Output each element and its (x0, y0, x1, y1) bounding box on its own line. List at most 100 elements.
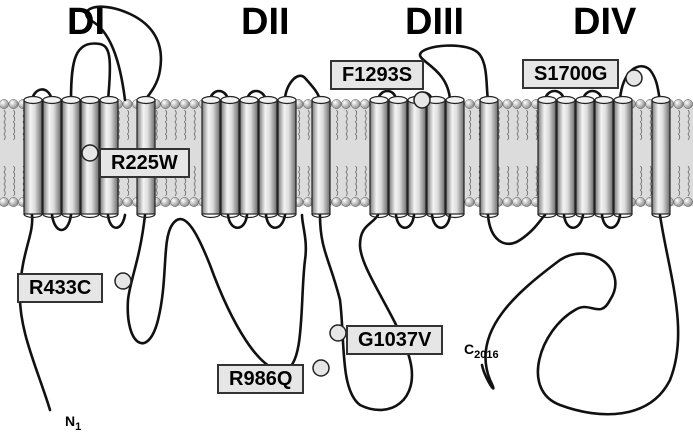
lipid-head-inner (464, 197, 475, 207)
lipid-tail-outer (677, 109, 681, 141)
lipid-head-inner (512, 197, 522, 207)
n-terminal-tail (18, 213, 52, 412)
helix-d1-s1 (23, 95, 43, 219)
lipid-head-outer (8, 99, 19, 109)
lipid-tail-inner (193, 165, 196, 197)
helix-d4-s4 (594, 95, 614, 219)
helix-d2-s1 (201, 95, 221, 219)
lipid-tail-outer (345, 109, 348, 141)
dii-loop-s2-s3 (226, 213, 249, 230)
diii-loop-s2-s3 (394, 213, 416, 230)
marker-r225w (81, 144, 99, 162)
domain-label-dii: DII (241, 1, 290, 43)
lipid-tail-inner (297, 165, 301, 197)
lipid-head-outer (122, 99, 133, 109)
domain-label-div: DIV (573, 1, 637, 43)
domain-label-di: DI (67, 1, 105, 43)
di-loop-s2-s3 (50, 213, 73, 232)
lipid-tail-outer (12, 109, 16, 141)
c-terminal-tail (480, 213, 680, 416)
lipid-head-inner (502, 197, 513, 207)
lipid-tail-outer (516, 109, 519, 141)
lipid-tail-outer (155, 109, 158, 141)
di-loop-s3-s4 (69, 42, 112, 102)
lipid-head-outer (521, 99, 532, 109)
lipid-tail-outer (307, 109, 310, 141)
lipid-tail-outer (535, 109, 538, 141)
mutation-label-g1037v: G1037V (346, 325, 444, 355)
dii-loop-s4-s5 (264, 213, 287, 230)
di-pore-loop (84, 5, 163, 102)
lipid-head-inner (179, 197, 190, 207)
marker-r986q (312, 359, 330, 377)
lipid-head-inner (683, 197, 693, 207)
lipid-tail-inner (307, 165, 310, 197)
lipid-tail-outer (506, 109, 510, 141)
lipid-tail-inner (468, 165, 472, 197)
lipid-head-inner (303, 197, 313, 207)
lipid-head-inner (170, 197, 180, 207)
domain-label-diii: DIII (405, 1, 465, 43)
lipid-tail-inner (12, 165, 16, 197)
dii-pore-loop (283, 74, 322, 102)
helix-d3-s2 (388, 95, 408, 219)
lipid-head-outer (464, 99, 475, 109)
helix-d4-s3 (575, 95, 595, 219)
lipid-tail-inner (639, 165, 643, 197)
mutation-label-r986q: R986Q (217, 364, 305, 394)
lipid-head-inner (360, 197, 370, 207)
lipid-head-outer (303, 99, 313, 109)
lipid-head-inner (673, 197, 684, 207)
lipid-tail-outer (525, 109, 529, 141)
lipid-tail-inner (335, 165, 339, 197)
c-terminus-letter: C (464, 341, 475, 357)
lipid-head-outer (360, 99, 370, 109)
marker-s1700g (625, 69, 643, 87)
lipid-tail-inner (535, 165, 538, 197)
lipid-head-inner (350, 197, 361, 207)
c-terminus-label: C2016 (464, 341, 499, 361)
lipid-head-outer (189, 99, 199, 109)
lipid-tail-outer (174, 109, 177, 141)
lipid-tail-outer (639, 109, 643, 141)
lipid-tail-inner (516, 165, 519, 197)
helix-d3-s6 (479, 95, 499, 219)
lipid-head-outer (331, 99, 342, 109)
lipid-head-inner (521, 197, 532, 207)
linker-di-dii (126, 213, 308, 372)
marker-g1037v (329, 324, 347, 342)
linker-diii-div (486, 213, 547, 246)
helix-d4-s1 (537, 95, 557, 219)
lipid-tail-outer (649, 109, 652, 141)
lipid-head-inner (160, 197, 171, 207)
lipid-tail-inner (677, 165, 681, 197)
linker-dii-diii (318, 213, 414, 412)
mutation-label-s1700g: S1700G (522, 59, 620, 89)
lipid-tail-inner (649, 165, 652, 197)
lipid-head-inner (0, 197, 9, 207)
lipid-tail-outer (183, 109, 187, 141)
lipid-head-inner (341, 197, 351, 207)
lipid-tail-outer (354, 109, 358, 141)
lipid-tail-outer (193, 109, 196, 141)
lipid-head-outer (350, 99, 361, 109)
lipid-tail-inner (687, 165, 690, 197)
diii-loop-s4-s5 (430, 213, 452, 230)
div-pore-loop (618, 65, 662, 102)
lipid-tail-outer (126, 109, 130, 141)
helix-d3-s3 (407, 95, 427, 219)
lipid-head-outer (0, 99, 9, 109)
lipid-head-outer (341, 99, 351, 109)
helix-d2-s4 (258, 95, 278, 219)
lipid-head-inner (635, 197, 646, 207)
lipid-tail-outer (364, 109, 367, 141)
helix-d4-s6 (651, 95, 671, 219)
helix-d2-s2 (220, 95, 240, 219)
lipid-tail-inner (3, 165, 6, 197)
helix-d1-s2 (42, 95, 62, 219)
lipid-head-inner (8, 197, 19, 207)
helix-d2-s5 (277, 95, 297, 219)
transmembrane-helices (23, 95, 671, 219)
lipid-head-outer (502, 99, 513, 109)
marker-f1293s (413, 91, 431, 109)
